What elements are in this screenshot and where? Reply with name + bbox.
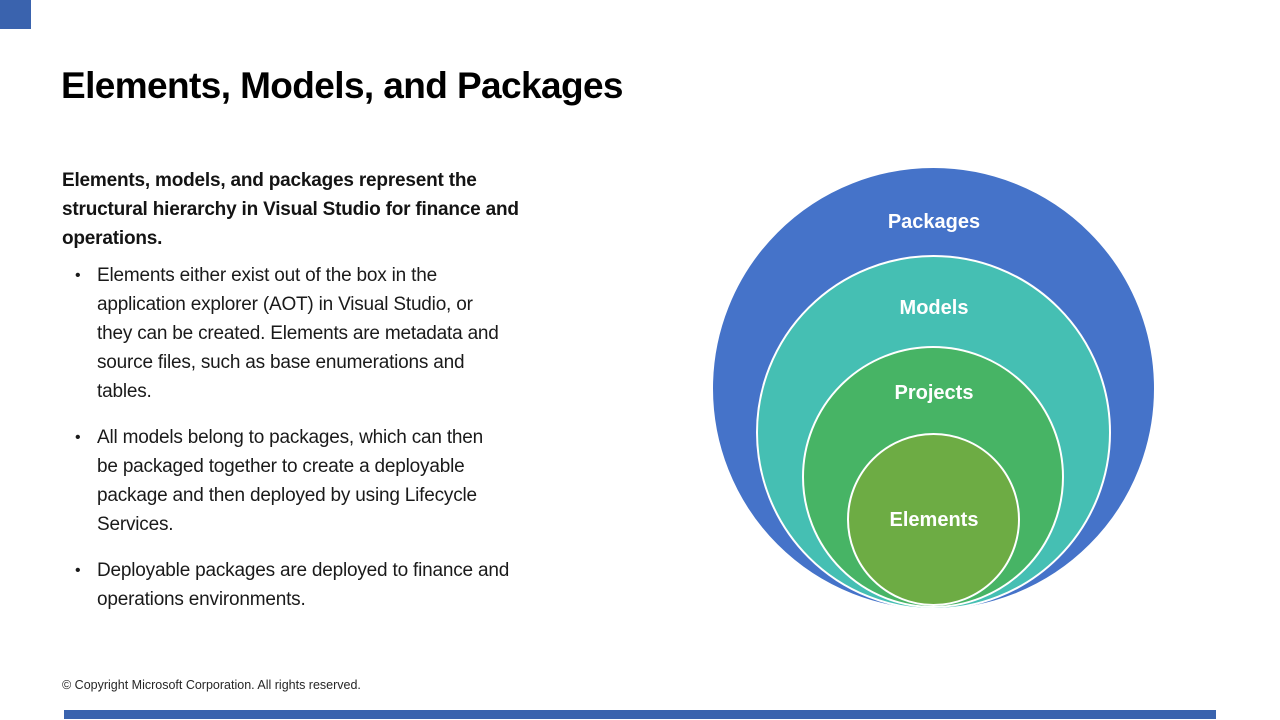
intro-paragraph: Elements, models, and packages represent… (62, 170, 519, 249)
corner-accent-square (0, 0, 31, 29)
diagram-label-models: Models (899, 297, 969, 319)
bullet-marker: • (75, 562, 81, 579)
bullet-text: All models belong to packages, which can… (97, 427, 484, 535)
diagram-label-packages: Packages (887, 211, 981, 233)
bottom-accent-bar (64, 710, 1216, 719)
bullet-list: • Elements either exist out of the box i… (62, 261, 722, 631)
bullet-marker: • (75, 267, 81, 284)
bullet-item: • Elements either exist out of the box i… (62, 261, 722, 406)
diagram-label-elements: Elements (889, 509, 979, 531)
bullet-text: Deployable packages are deployed to fina… (97, 560, 510, 610)
bullet-item: • Deployable packages are deployed to fi… (62, 556, 722, 614)
bullet-marker: • (75, 429, 81, 446)
copyright-footer: © Copyright Microsoft Corporation. All r… (62, 678, 361, 692)
diagram-circle-elements (847, 433, 1020, 606)
diagram-label-projects: Projects (894, 382, 974, 404)
bullet-text: Elements either exist out of the box in … (97, 265, 499, 402)
bullet-item: • All models belong to packages, which c… (62, 423, 722, 539)
page-title: Elements, Models, and Packages (61, 65, 624, 106)
